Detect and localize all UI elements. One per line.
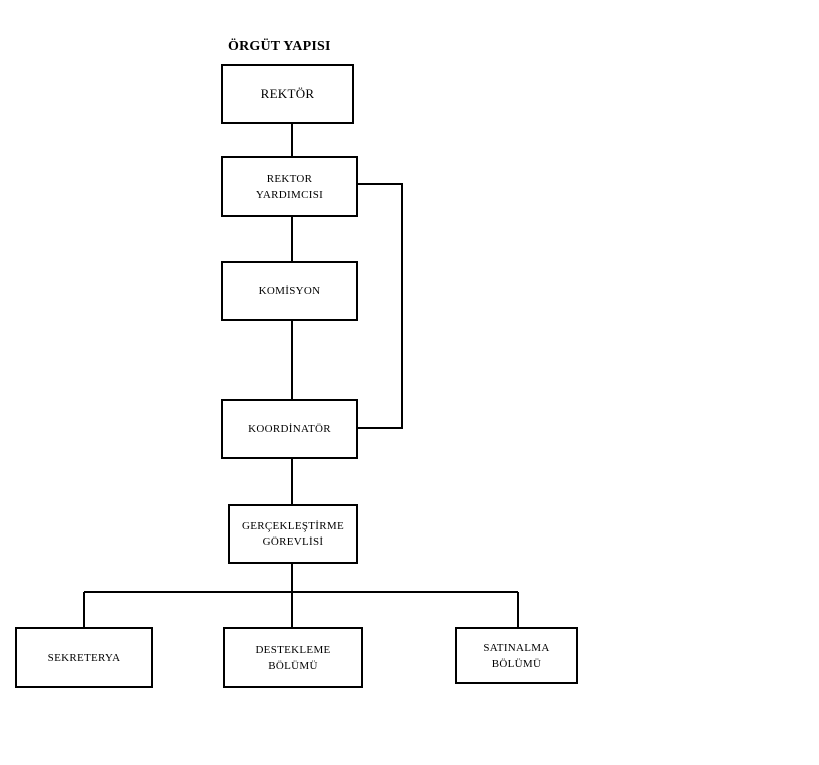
node-sekreterya-label: SEKRETERYA: [47, 651, 121, 664]
node-koordinator: KOORDİNATÖR: [221, 399, 358, 459]
node-satinalma-bolumu: SATINALMA BÖLÜMÜ: [455, 627, 578, 684]
node-komisyon-label: KOMİSYON: [258, 285, 321, 297]
edge-yardimci-koordinator: [358, 183, 403, 429]
node-satinalma-bolumu-label: SATINALMA BÖLÜMÜ: [483, 641, 550, 670]
node-destekleme-bolumu-label: DESTEKLEME BÖLÜMÜ: [255, 643, 331, 672]
node-rektor-label: REKTÖR: [260, 86, 315, 101]
node-rektor: REKTÖR: [221, 64, 354, 124]
node-koordinator-label: KOORDİNATÖR: [248, 423, 331, 435]
node-gerceklestirme-gorevlisi: GERÇEKLEŞTİRME GÖREVLİSİ: [228, 504, 358, 564]
node-komisyon: KOMİSYON: [221, 261, 358, 321]
node-gerceklestirme-gorevlisi-label: GERÇEKLEŞTİRME GÖREVLİSİ: [242, 520, 344, 548]
node-destekleme-bolumu: DESTEKLEME BÖLÜMÜ: [223, 627, 363, 688]
node-rektor-yardimcisi-label: REKTOR YARDIMCISI: [255, 172, 324, 201]
node-sekreterya: SEKRETERYA: [15, 627, 153, 688]
node-rektor-yardimcisi: REKTOR YARDIMCISI: [221, 156, 358, 217]
diagram-title: ÖRGÜT YAPISI: [228, 39, 331, 54]
